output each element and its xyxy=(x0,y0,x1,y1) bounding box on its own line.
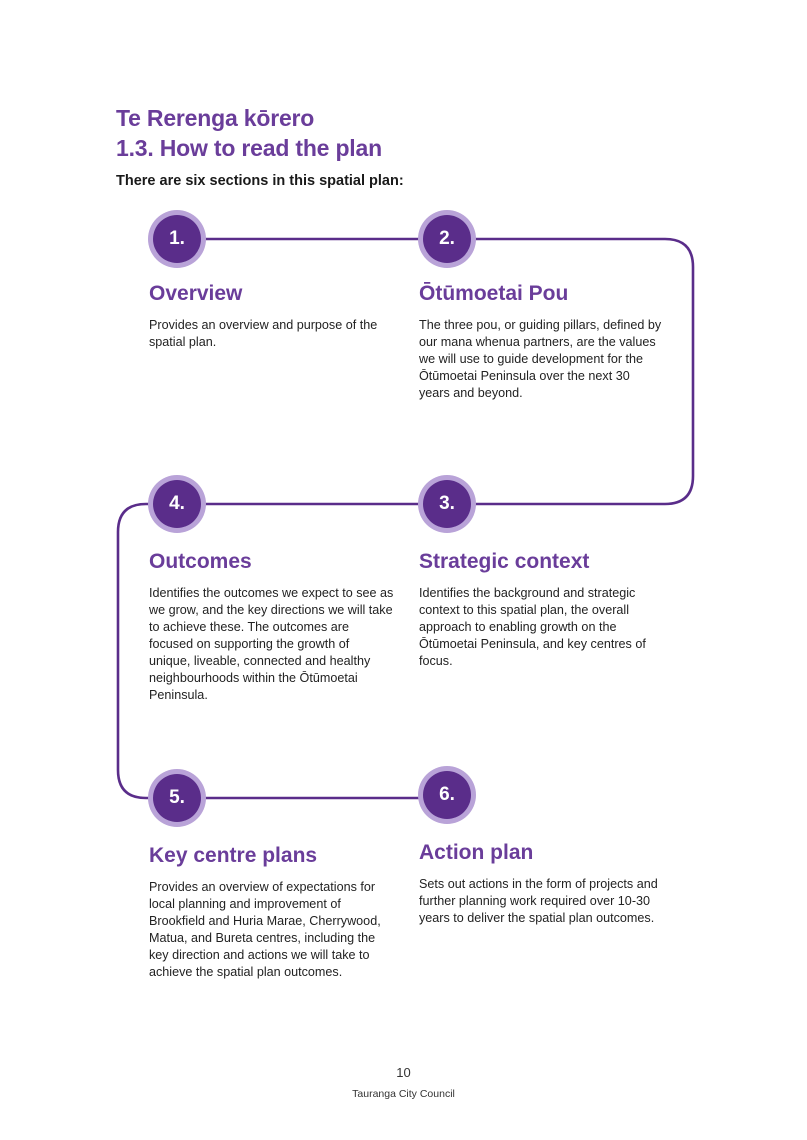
intro-text: There are six sections in this spatial p… xyxy=(116,173,404,189)
section-3-badge: 3. xyxy=(418,475,476,533)
footer-organization: Tauranga City Council xyxy=(352,1088,455,1100)
section-5-number: 5. xyxy=(153,774,201,822)
section-2-description: The three pou, or guiding pillars, defin… xyxy=(419,318,662,400)
section-heading-maori: Te Rerenga kōrero xyxy=(116,105,315,131)
section-4-title: Outcomes xyxy=(149,550,252,573)
section-1-title: Overview xyxy=(149,282,243,305)
section-3-title: Strategic context xyxy=(419,550,590,573)
section-4-number: 4. xyxy=(153,480,201,528)
section-3-number: 3. xyxy=(423,480,471,528)
section-1-badge: 1. xyxy=(148,210,206,268)
section-2-badge: 2. xyxy=(418,210,476,268)
section-4-badge: 4. xyxy=(148,475,206,533)
page-title: 1.3. How to read the plan xyxy=(116,135,382,161)
section-1-number: 1. xyxy=(153,215,201,263)
section-6-description: Sets out actions in the form of projects… xyxy=(419,877,658,925)
section-6-number: 6. xyxy=(423,771,471,819)
page-number: 10 xyxy=(396,1065,411,1080)
section-6-badge: 6. xyxy=(418,766,476,824)
section-6-title: Action plan xyxy=(419,841,534,864)
section-2-title: Ōtūmoetai Pou xyxy=(419,282,569,305)
section-5-description: Provides an overview of expectations for… xyxy=(149,880,381,979)
section-4-description: Identifies the outcomes we expect to see… xyxy=(149,586,394,702)
section-1-description: Provides an overview and purpose of the … xyxy=(149,318,378,349)
section-5-badge: 5. xyxy=(148,769,206,827)
section-3-description: Identifies the background and strategic … xyxy=(419,586,646,668)
section-5-title: Key centre plans xyxy=(149,844,318,867)
section-2-number: 2. xyxy=(423,215,471,263)
